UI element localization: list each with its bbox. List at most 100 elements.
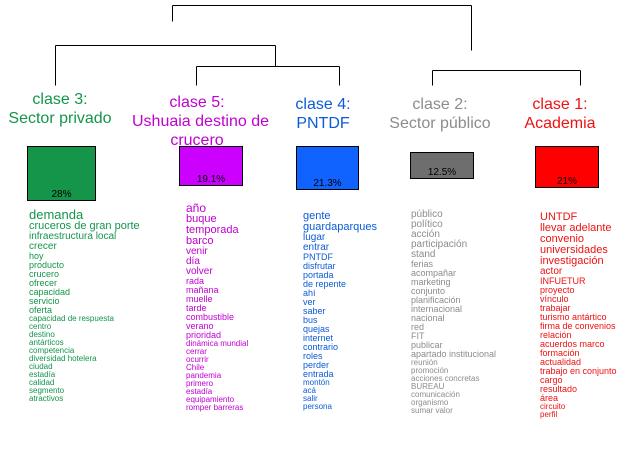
word-item: BUREAU — [411, 382, 445, 391]
word-item: combustible — [186, 312, 235, 322]
word-item: stand — [411, 249, 436, 260]
cluster-title-line: clase 3: — [32, 91, 88, 108]
word-item: Chile — [186, 363, 205, 372]
word-item: mañana — [186, 285, 219, 295]
word-item: llevar adelante — [540, 222, 612, 234]
word-item: planificación — [411, 295, 461, 305]
cluster-percent: 12.5% — [427, 167, 457, 178]
dendrogram-branch-c5-c4 — [196, 66, 340, 86]
word-item: acá — [303, 386, 316, 395]
word-item: ferias — [411, 259, 434, 269]
cluster-title-c4: clase 4: PNTDF — [287, 95, 359, 133]
word-item: temporada — [186, 224, 239, 236]
word-item: ahí — [303, 288, 316, 298]
word-item: PNTDF — [303, 252, 333, 262]
word-item: público — [411, 209, 443, 220]
word-item: red — [411, 322, 425, 332]
cluster-box-c5: 19.1% — [179, 146, 243, 186]
word-item: acuerdos marco — [540, 339, 605, 349]
word-item: promoción — [411, 366, 449, 375]
cluster-title-c2: clase 2: Sector público — [380, 95, 500, 133]
word-item: de repente — [303, 279, 347, 289]
word-item: acompañar — [411, 268, 457, 278]
cluster-title-c3: clase 3: Sector privado — [5, 90, 115, 128]
word-item: día — [186, 256, 200, 267]
word-item: buque — [186, 213, 217, 225]
word-item: perder — [303, 360, 330, 370]
cluster-title-line: clase 1: — [532, 96, 588, 113]
word-item: conjunto — [411, 286, 446, 296]
word-item: convenio — [540, 233, 585, 245]
word-item: internet — [303, 333, 334, 343]
word-item: firma de convenios — [540, 321, 616, 331]
word-item: marketing — [411, 277, 451, 287]
word-item: internacional — [411, 304, 463, 314]
word-item: cargo — [540, 375, 563, 385]
word-item: quejas — [303, 324, 330, 334]
word-item: universidades — [540, 244, 608, 256]
cluster-box-c3: 28% — [27, 146, 96, 201]
word-item: competencia — [29, 346, 75, 355]
word-item: montón — [303, 378, 330, 387]
word-item: segmento — [29, 386, 65, 395]
word-item: equipamiento — [186, 395, 235, 404]
word-item: sumar valor — [411, 406, 453, 415]
word-item: bus — [303, 315, 318, 325]
word-item: rada — [186, 276, 205, 286]
dendrogram-branch-root — [172, 5, 472, 51]
cluster-percent: 19.1% — [196, 174, 226, 185]
word-item: reunión — [411, 358, 438, 367]
word-item: dinámica mundial — [186, 339, 249, 348]
dendrogram-branch-private-group — [55, 45, 276, 86]
word-item: calidad — [29, 378, 55, 387]
word-item: estadía — [29, 370, 56, 379]
word-item: año — [186, 201, 207, 215]
cluster-title-c5: clase 5: Ushuaia destino de crucero — [132, 93, 269, 150]
cluster-box-c4: 21.3% — [296, 146, 359, 190]
word-item: destino — [29, 330, 55, 339]
word-item: comunicación — [411, 390, 460, 399]
word-item: político — [411, 219, 443, 230]
word-item: atractivos — [29, 394, 64, 403]
word-item: disfrutar — [303, 261, 336, 271]
word-item: acciones concretas — [411, 374, 480, 383]
word-item: ver — [303, 297, 316, 307]
cluster-title-line: Academia — [524, 115, 596, 132]
word-item: entrada — [303, 369, 334, 379]
cluster-title-line: clase 5: — [169, 94, 225, 111]
cluster-title-line: clase 4: — [295, 96, 351, 113]
word-item: saber — [303, 306, 326, 316]
word-item: diversidad hotelera — [29, 354, 97, 363]
cluster-title-line: crucero — [170, 132, 224, 149]
word-item: investigación — [540, 255, 604, 267]
word-item: crucero — [29, 269, 60, 279]
cluster-box-c1: 21% — [535, 146, 599, 188]
word-item: antárticos — [29, 338, 64, 347]
word-item: primero — [186, 379, 214, 388]
word-item: acción — [411, 229, 440, 240]
word-item: turismo antártico — [540, 312, 607, 322]
word-item: formación — [540, 348, 580, 358]
word-item: barco — [186, 235, 214, 247]
word-item: infraestructura local — [29, 231, 117, 242]
word-item: oferta — [29, 305, 53, 315]
word-item: estadía — [186, 387, 213, 396]
word-item: proyecto — [540, 285, 575, 295]
word-item: apartado institucional — [411, 349, 497, 359]
cluster-box-c2: 12.5% — [410, 152, 474, 179]
word-item: trabajo en conjunto — [540, 366, 617, 376]
word-item: INFUETUR — [540, 276, 586, 286]
word-item: cruceros de gran porte — [29, 220, 140, 232]
word-item: prioridad — [186, 330, 222, 340]
word-item: salir — [303, 394, 318, 403]
word-item: organismo — [411, 398, 449, 407]
word-item: UNTDF — [540, 211, 578, 223]
word-item: volver — [186, 266, 213, 277]
cluster-percent: 21.3% — [313, 178, 342, 189]
word-item: pandemia — [186, 371, 222, 380]
word-item: demanda — [29, 207, 84, 222]
